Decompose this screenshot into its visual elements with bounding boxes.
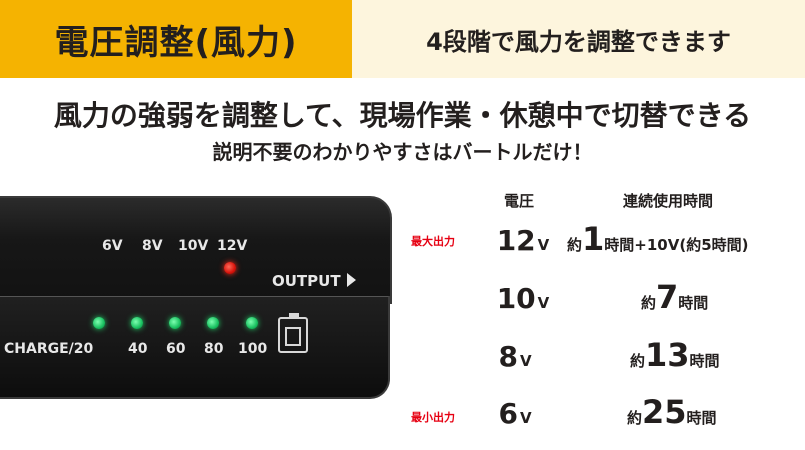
row-tag-max: 最大出力	[411, 235, 455, 248]
output-arrow-icon	[347, 273, 356, 287]
battery-device: 6V 8V 10V 12V OUTPUT CHARGE/20 40 60 80 …	[0, 196, 392, 450]
charge-label-100: 100	[238, 341, 268, 357]
output-label: OUTPUT	[272, 272, 341, 290]
row-duration: 約7時間	[641, 278, 709, 316]
voltage-label-8v: 8V	[142, 238, 163, 254]
header-subtitle: 4段階で風力を調整できます	[426, 27, 731, 56]
column-header-duration: 連続使用時間	[623, 192, 714, 210]
device-lower-panel	[0, 296, 390, 399]
row-duration: 約13時間	[630, 336, 720, 374]
voltage-label-12v: 12V	[217, 238, 248, 254]
charge-label-40: 40	[128, 341, 148, 357]
device-upper-panel	[0, 196, 392, 304]
charge-led-80	[207, 317, 219, 329]
voltage-label-6v: 6V	[102, 238, 123, 254]
charge-label-60: 60	[166, 341, 186, 357]
row-duration: 約1時間+10V(約5時間)	[567, 220, 749, 258]
charge-led-60	[169, 317, 181, 329]
header-subtitle-banner: 4段階で風力を調整できます	[352, 0, 805, 78]
subheadline: 説明不要のわかりやすさはバートルだけ！	[212, 140, 593, 164]
column-header-voltage: 電圧	[504, 192, 535, 210]
header-title-banner: 電圧調整(風力)	[0, 0, 352, 78]
voltage-label-10v: 10V	[178, 238, 209, 254]
battery-icon	[278, 313, 308, 353]
charge-label-20: CHARGE/20	[4, 341, 94, 357]
voltage-led-12v	[224, 262, 236, 274]
headline: 風力の強弱を調整して、現場作業・休憩中で切替できる	[53, 99, 752, 132]
charge-led-20	[93, 317, 105, 329]
header-title: 電圧調整(風力)	[54, 22, 298, 63]
charge-label-80: 80	[204, 341, 224, 357]
charge-led-100	[246, 317, 258, 329]
charge-led-40	[131, 317, 143, 329]
row-tag-min: 最小出力	[411, 411, 455, 424]
row-duration: 約25時間	[627, 393, 717, 431]
